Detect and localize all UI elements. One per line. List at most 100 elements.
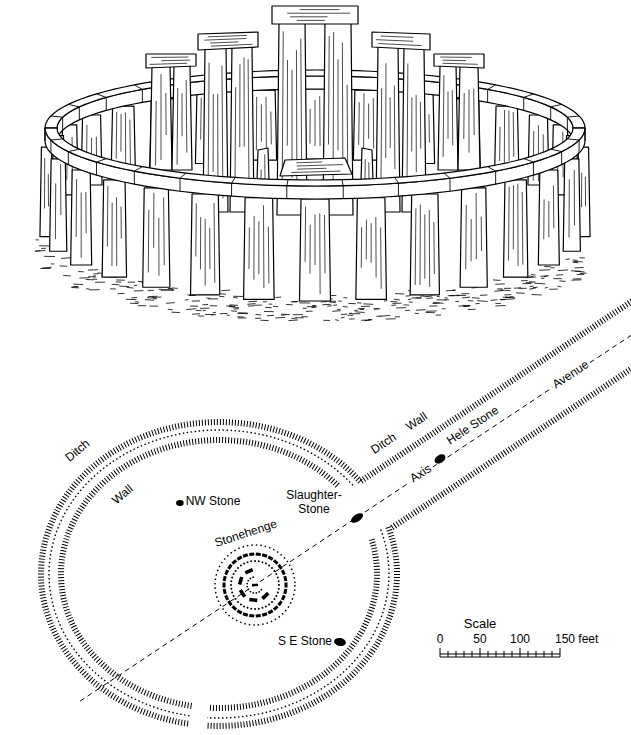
ground-stroke	[415, 313, 419, 315]
ground-stroke	[392, 303, 401, 304]
sarsen-stone	[223, 589, 227, 595]
stone-hatching	[60, 164, 61, 215]
bluestone	[230, 580, 232, 582]
ground-stroke	[545, 287, 548, 289]
lintel-joint	[533, 162, 534, 175]
ground-stroke	[412, 297, 422, 298]
bluestone	[247, 580, 249, 582]
ground-stroke	[234, 308, 239, 310]
stone-hatching	[380, 88, 382, 185]
lintel-joint	[551, 104, 562, 106]
ground-stroke	[384, 300, 387, 302]
ground-stroke	[429, 305, 437, 306]
ground-stroke	[573, 278, 581, 279]
ground-stroke	[495, 305, 505, 306]
altar-stone-plan	[252, 584, 258, 586]
stone-hatching	[508, 187, 510, 261]
sarsen-stone	[227, 600, 232, 606]
bluestone	[240, 565, 242, 567]
sarsen-stone	[256, 552, 261, 556]
ground-stroke	[376, 316, 381, 317]
wall-band	[61, 440, 338, 706]
stone-hatching	[182, 93, 183, 136]
sarsen-upright	[563, 159, 580, 251]
ground-stroke	[343, 306, 348, 308]
ground-stroke	[357, 302, 362, 303]
wall-label: Wall	[108, 481, 137, 509]
ground-stroke	[391, 305, 396, 306]
stone-hatching	[548, 201, 549, 237]
lintel-joint	[567, 139, 579, 140]
stone-hatching	[258, 221, 259, 274]
sarsen-stone	[283, 589, 287, 595]
stone-hatching	[121, 207, 122, 239]
ground-stroke	[348, 315, 354, 316]
scale-bar	[440, 648, 560, 657]
stone-hatching	[380, 227, 382, 288]
stone-hatching	[55, 183, 56, 239]
ground-stroke	[575, 271, 585, 273]
bluestone	[231, 591, 233, 593]
stone-hatching	[234, 87, 236, 185]
ground-stroke	[233, 307, 239, 308]
ground-stroke	[128, 282, 136, 283]
sarsen-stone	[277, 564, 282, 570]
scale-tick	[480, 648, 481, 657]
ground-stroke	[341, 317, 345, 319]
ground-stroke	[227, 315, 230, 316]
ground-stroke	[516, 292, 525, 293]
sarsen-upright	[410, 194, 439, 295]
stone-hatching	[309, 225, 310, 274]
ground-stroke	[233, 296, 243, 297]
lintel-joint	[106, 97, 107, 110]
stone-hatching	[394, 86, 396, 169]
ground-stroke	[202, 304, 208, 305]
sarsen-stone	[243, 553, 249, 557]
stone-hatching	[581, 173, 582, 208]
ground-stroke	[40, 268, 50, 269]
stone-hatching	[151, 57, 188, 58]
sarsen-stone	[268, 556, 274, 561]
scale-tick	[560, 648, 561, 657]
stone-hatching	[366, 220, 367, 260]
ground-stroke	[332, 310, 340, 312]
ground-stroke	[468, 309, 476, 310]
lintel-joint	[567, 117, 568, 130]
sarsen-stone	[285, 583, 288, 588]
stone-hatching	[424, 214, 425, 278]
bluestone	[250, 560, 252, 562]
bluestone	[275, 595, 277, 597]
stone-hatching	[469, 89, 470, 152]
lintel-joint	[45, 128, 57, 129]
avenue-label: Avenue	[549, 357, 594, 393]
stone-hatching	[297, 168, 326, 170]
ground-stroke	[322, 304, 331, 305]
ground-stroke	[148, 290, 154, 291]
ground-stroke	[44, 256, 55, 257]
ground-stroke	[426, 310, 437, 311]
sarsen-stone	[281, 569, 286, 575]
ground-stroke	[530, 286, 534, 287]
trilithon-upright	[438, 64, 458, 170]
ground-stroke	[247, 303, 255, 305]
stone-hatching	[368, 104, 369, 139]
lintel-joint	[96, 162, 97, 175]
ground-stroke	[166, 302, 175, 304]
stone-hatching	[209, 228, 210, 269]
sarsen-upright	[538, 170, 559, 265]
sarsen-stone	[283, 576, 287, 582]
ground-stroke	[395, 293, 404, 295]
ditch-label: Ditch	[62, 436, 95, 467]
ground-stroke	[462, 297, 470, 299]
bluestone	[271, 567, 273, 569]
scale-line	[440, 653, 560, 654]
ground-stroke	[526, 282, 533, 283]
stone-hatching	[177, 88, 179, 165]
ground-stroke	[559, 280, 565, 281]
trilithon-lintel	[146, 54, 196, 68]
ground-stroke	[130, 303, 138, 304]
ground-stroke	[494, 290, 503, 292]
stone-hatching	[433, 222, 435, 274]
monument-label: Stonehenge	[211, 517, 281, 551]
stone-hatching	[300, 39, 302, 168]
